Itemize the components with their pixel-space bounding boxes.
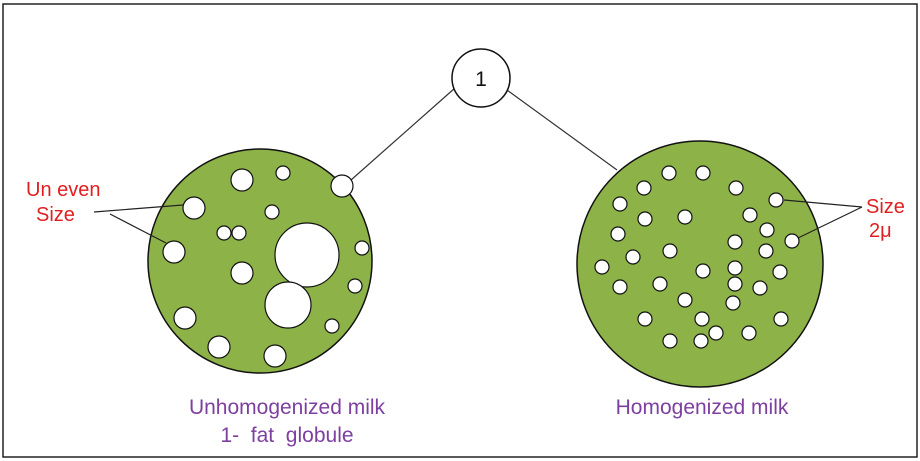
fat-globule [638,312,652,326]
fat-globule [728,235,742,249]
fat-globule [696,166,710,180]
fat-globule [663,244,677,258]
fat-globule [595,260,609,274]
fat-globule [637,181,651,195]
unhomogenized-disk [148,149,372,373]
fat-globule-large [265,282,311,328]
fat-globule [729,181,743,195]
fat-globule [769,193,783,207]
fat-globule [695,312,709,326]
fat-globule [208,336,230,358]
fat-globule [611,227,625,241]
size-label-line1: Size [866,196,905,218]
fat-globule [265,205,279,219]
uneven-size-label-line1: Un even [26,179,101,201]
fat-globule [696,264,710,278]
fat-globule [742,326,756,340]
homogenized-caption: Homogenized milk [616,396,789,419]
fat-globule [613,280,627,294]
homogenized-disk [577,141,823,387]
fat-globule-large [275,223,339,287]
fat-globule [613,197,627,211]
fat-globule [163,241,185,263]
fat-globule [653,277,667,291]
fat-globule [709,326,723,340]
fat-globule [694,334,708,348]
fat-globule [678,293,692,307]
fat-globule [759,244,773,258]
fat-globule [355,241,369,255]
fat-globule [728,261,742,275]
fat-globule [726,296,740,310]
fat-globule [348,279,362,293]
node-label: 1 [475,68,487,91]
fat-globule [276,166,290,180]
fat-globule [217,226,231,240]
fat-globule [785,234,799,248]
size-label-line2: 2μ [869,220,892,242]
fat-globule [662,166,676,180]
fat-globule [183,197,205,219]
fat-globule [331,175,353,197]
uneven-size-label-line2: Size [36,204,75,226]
fat-globule [264,345,286,367]
fat-globule [174,307,196,329]
fat-globule [626,250,640,264]
fat-globule [728,277,742,291]
unhomogenized-caption: Unhomogenized milk [189,396,386,419]
fat-globule [753,281,767,295]
fat-globule [638,212,652,226]
fat-globule [663,334,677,348]
fat-globule [760,223,774,237]
fat-globule [231,169,253,191]
node-1: 1 [452,49,510,107]
fat-globule [743,208,757,222]
fat-globule [325,319,339,333]
fat-globule [774,312,788,326]
fat-globule [773,265,787,279]
fat-globule [678,210,692,224]
fat-globule [231,262,253,284]
fat-globule [232,226,246,240]
fat-globule-caption: 1- fat globule [220,424,353,447]
